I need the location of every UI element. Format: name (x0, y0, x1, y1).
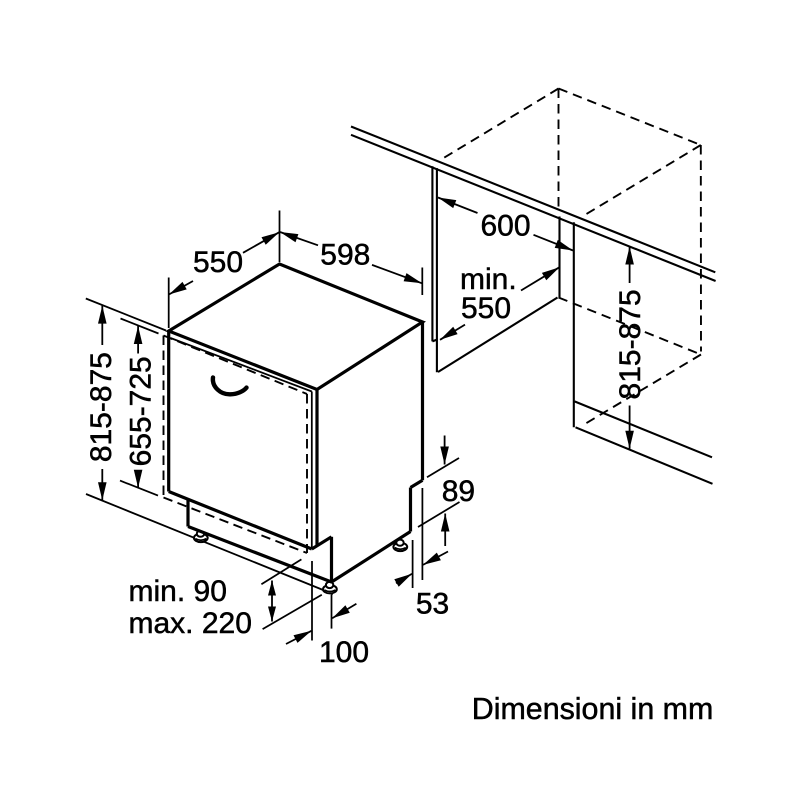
svg-text:min.: min. (460, 263, 517, 296)
svg-text:815-875: 815-875 (85, 352, 118, 462)
svg-text:min. 90: min. 90 (129, 575, 227, 608)
svg-text:550: 550 (461, 292, 511, 325)
svg-text:Dimensioni in mm: Dimensioni in mm (472, 692, 714, 726)
svg-text:max. 220: max. 220 (129, 607, 252, 640)
svg-text:815-875: 815-875 (614, 289, 647, 399)
svg-text:53: 53 (416, 588, 449, 621)
svg-text:550: 550 (193, 246, 243, 279)
svg-text:655-725: 655-725 (125, 356, 158, 466)
svg-text:600: 600 (480, 209, 530, 242)
svg-text:598: 598 (320, 239, 370, 272)
svg-text:89: 89 (442, 475, 475, 508)
svg-text:100: 100 (319, 636, 369, 669)
